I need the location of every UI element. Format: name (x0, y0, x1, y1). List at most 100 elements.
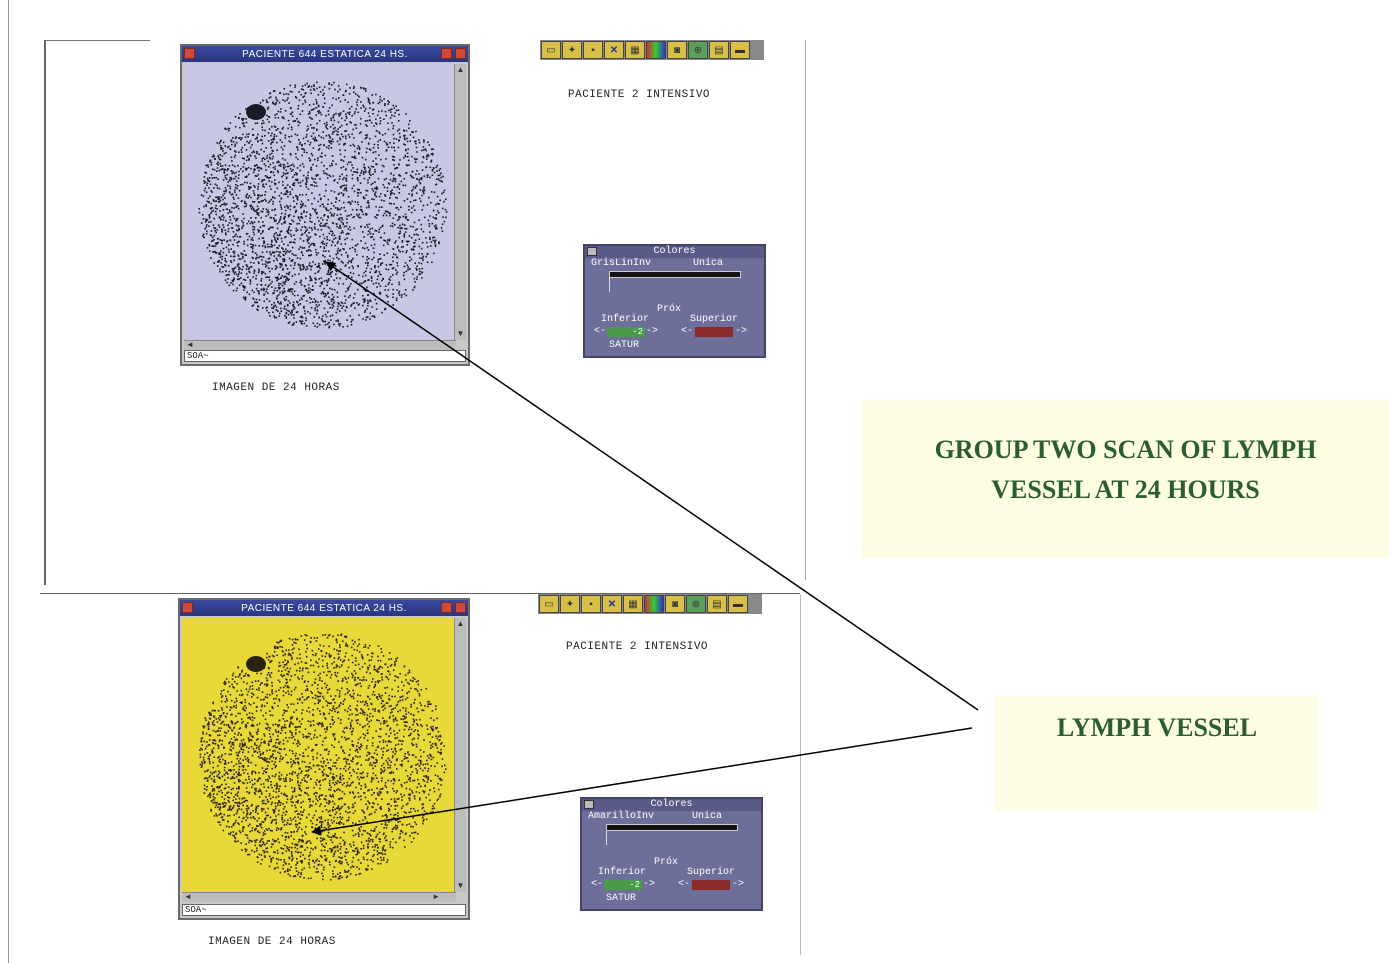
scroll-left-icon[interactable]: ◄ (184, 892, 192, 901)
top-inferior-right-arrow[interactable]: -> (646, 326, 659, 337)
top-next-label: Próx (657, 304, 682, 315)
colores-menu-icon[interactable] (587, 247, 597, 256)
top-superior-right-arrow[interactable]: -> (735, 326, 748, 337)
top-scale-marker[interactable] (609, 278, 610, 292)
top-satur-label[interactable]: SATUR (609, 340, 640, 351)
top-scan-svg (184, 64, 456, 340)
top-frame-right-rule (805, 40, 806, 580)
top-horizontal-scrollbar[interactable]: ◄ (184, 340, 456, 350)
bottom-superior-value[interactable] (692, 880, 730, 890)
scroll-up-icon[interactable]: ▲ (456, 65, 465, 74)
bottom-status-line: SOA~ (182, 904, 466, 916)
top-scan-image (184, 64, 456, 340)
run-icon[interactable]: ✦ (560, 595, 580, 613)
window-icon[interactable]: ▬ (728, 595, 748, 613)
bottom-scan-svg (182, 618, 456, 892)
bottom-superior-right-arrow[interactable]: -> (732, 879, 745, 890)
bottom-scan-image (182, 618, 456, 892)
top-window-titlebar[interactable]: PACIENTE 644 ESTATICA 24 HS. (182, 46, 468, 62)
top-superior-value[interactable] (695, 327, 733, 337)
bottom-colores-title: Colores (650, 799, 693, 810)
window-menu-icon[interactable] (182, 602, 193, 613)
palette-icon[interactable] (644, 595, 664, 613)
grid-icon[interactable]: ▦ (625, 41, 645, 59)
bottom-window-titlebar[interactable]: PACIENTE 644 ESTATICA 24 HS. (180, 600, 468, 616)
top-colores-title: Colores (653, 246, 696, 257)
close-x-icon[interactable]: ✕ (604, 41, 624, 59)
bottom-inferior-left-arrow[interactable]: <- (591, 879, 604, 890)
top-scan-window[interactable]: PACIENTE 644 ESTATICA 24 HS. ▲ ▼ ◄ SOA~ (180, 44, 470, 366)
left-margin-rule (8, 0, 9, 963)
bottom-inferior-label: Inferior (598, 867, 647, 878)
top-superior-label: Superior (690, 314, 739, 325)
scan-field-disk (198, 632, 446, 880)
bottom-satur-label[interactable]: SATUR (606, 893, 637, 904)
top-superior-left-arrow[interactable]: <- (681, 326, 694, 337)
scroll-left-icon[interactable]: ◄ (186, 340, 194, 349)
target-icon[interactable]: ⊕ (688, 41, 708, 59)
camera-icon[interactable]: ◙ (667, 41, 687, 59)
save-icon[interactable]: ▪ (581, 595, 601, 613)
bottom-inferior-value[interactable]: -2 (604, 880, 642, 890)
bottom-superior-label: Superior (687, 867, 736, 878)
grid-icon[interactable]: ▦ (623, 595, 643, 613)
top-color-scale-bar (609, 271, 741, 278)
bottom-scale-marker[interactable] (606, 831, 607, 845)
minimize-icon[interactable] (441, 602, 452, 613)
close-x-icon[interactable]: ✕ (602, 595, 622, 613)
top-palette-name[interactable]: GrisLinInv (591, 258, 652, 269)
save-icon[interactable]: ▪ (583, 41, 603, 59)
bottom-horizontal-scrollbar[interactable]: ◄ ► (182, 892, 456, 902)
top-image-caption: IMAGEN DE 24 HORAS (212, 382, 340, 394)
bottom-palette-mode[interactable]: Unica (692, 811, 723, 822)
bottom-scan-window[interactable]: PACIENTE 644 ESTATICA 24 HS. ▲ ▼ ◄ ► SOA… (178, 598, 470, 920)
top-toolbar: ▭ ✦ ▪ ✕ ▦ ◙ ⊕ ▤ ▬ (540, 40, 764, 60)
palette-icon[interactable] (646, 41, 666, 59)
top-vertical-scrollbar[interactable]: ▲ ▼ (454, 64, 466, 340)
window-icon[interactable]: ▬ (730, 41, 750, 59)
bottom-colores-panel[interactable]: Colores AmarilloInv Unica Próx Inferior … (580, 797, 763, 911)
top-inferior-value[interactable]: -2 (607, 327, 645, 337)
top-palette-mode[interactable]: Unica (693, 258, 724, 269)
bottom-patient-label: PACIENTE 2 INTENSIVO (566, 641, 709, 653)
top-colores-titlebar[interactable]: Colores (585, 246, 764, 258)
top-inferior-left-arrow[interactable]: <- (594, 326, 607, 337)
bottom-colores-titlebar[interactable]: Colores (582, 799, 761, 811)
minimize-icon[interactable] (441, 48, 452, 59)
scroll-right-icon[interactable]: ► (432, 892, 440, 901)
colores-menu-icon[interactable] (584, 800, 594, 809)
scan-hot-spot (246, 656, 266, 672)
scan-counts (198, 81, 448, 329)
top-patient-label: PACIENTE 2 INTENSIVO (568, 89, 711, 101)
scroll-down-icon[interactable]: ▼ (456, 881, 465, 890)
top-inferior-label: Inferior (601, 314, 650, 325)
bottom-superior-left-arrow[interactable]: <- (678, 879, 691, 890)
scan-hot-spot (246, 104, 266, 120)
scroll-up-icon[interactable]: ▲ (456, 619, 465, 628)
bottom-window-title: PACIENTE 644 ESTATICA 24 HS. (241, 602, 407, 614)
window-menu-icon[interactable] (184, 48, 195, 59)
lymph-vessel-label: Lymph vessel (1056, 713, 1258, 742)
open-folder-icon[interactable]: ▭ (541, 41, 561, 59)
top-status-line: SOA~ (184, 350, 466, 362)
bottom-inferior-right-arrow[interactable]: -> (643, 879, 656, 890)
open-folder-icon[interactable]: ▭ (539, 595, 559, 613)
bottom-frame-right-rule (800, 595, 801, 955)
bottom-image-caption: IMAGEN DE 24 HORAS (208, 936, 336, 948)
camera-icon[interactable]: ◙ (665, 595, 685, 613)
printer-icon[interactable]: ▤ (707, 595, 727, 613)
scroll-down-icon[interactable]: ▼ (456, 329, 465, 338)
callout-title-line2: vessel at 24 hours (991, 475, 1260, 504)
maximize-icon[interactable] (455, 48, 466, 59)
bottom-toolbar: ▭ ✦ ▪ ✕ ▦ ◙ ⊕ ▤ ▬ (538, 594, 762, 614)
bottom-palette-name[interactable]: AmarilloInv (588, 811, 655, 822)
top-window-title: PACIENTE 644 ESTATICA 24 HS. (242, 48, 408, 60)
maximize-icon[interactable] (455, 602, 466, 613)
frame-left-rule (44, 40, 46, 585)
target-icon[interactable]: ⊕ (686, 595, 706, 613)
top-colores-panel[interactable]: Colores GrisLinInv Unica Próx Inferior S… (583, 244, 766, 358)
printer-icon[interactable]: ▤ (709, 41, 729, 59)
scan-title-callout: Group Two Scan of lymph vessel at 24 hou… (862, 400, 1389, 558)
bottom-vertical-scrollbar[interactable]: ▲ ▼ (454, 618, 466, 892)
run-icon[interactable]: ✦ (562, 41, 582, 59)
